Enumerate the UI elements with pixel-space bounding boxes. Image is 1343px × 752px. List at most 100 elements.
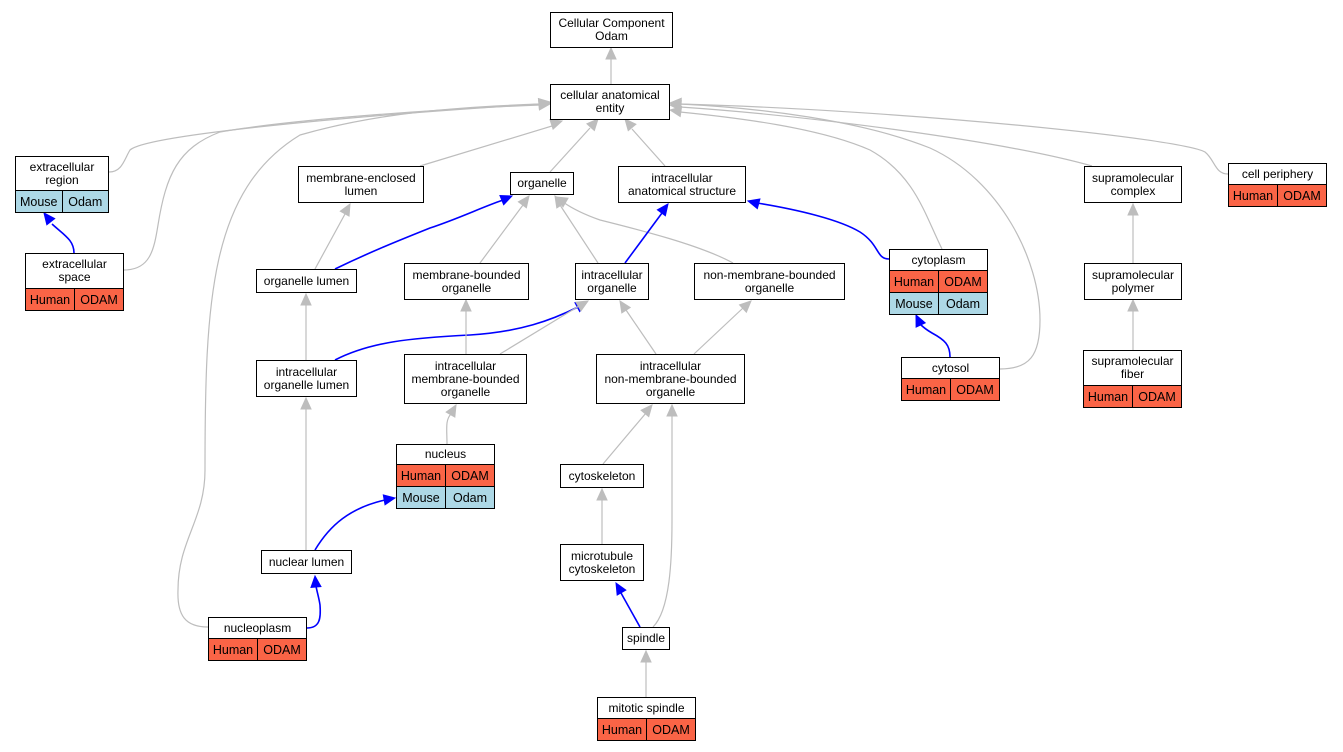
node-label: cell periphery <box>1241 166 1314 181</box>
node-label: supramolecular complex <box>1091 170 1175 198</box>
node-label: nuclear lumen <box>268 554 345 569</box>
tag-mouse: Mouse <box>890 293 938 314</box>
arrowhead-icon <box>43 212 56 226</box>
node-cellular-anatomical-entity[interactable]: cellular anatomical entity <box>550 84 670 120</box>
node-label: nucleoplasm <box>223 620 292 635</box>
tag-human: Human <box>209 639 257 660</box>
tag-odam: ODAM <box>445 465 494 486</box>
edge-is-a-intra_org-to-organelle <box>559 204 599 264</box>
arrowhead-icon <box>339 202 351 217</box>
node-intracellular-membrane-bounded-organelle[interactable]: intracellular membrane-bounded organelle <box>404 354 527 404</box>
edge-is-a-cell_periphery-to-cae <box>679 103 1229 175</box>
node-cytoskeleton[interactable]: cytoskeleton <box>560 464 644 488</box>
arrowhead-icon <box>549 119 564 131</box>
node-label: supramolecular fiber <box>1091 354 1174 381</box>
arrowhead-icon <box>746 198 761 210</box>
node-membrane-enclosed-lumen[interactable]: membrane-enclosed lumen <box>298 166 424 203</box>
node-supramolecular-complex[interactable]: supramolecular complex <box>1084 166 1182 203</box>
edge-part-of-intra_org_lumen-to-intra_org <box>334 306 579 361</box>
arrowhead-icon <box>668 97 682 110</box>
edge-is-a-mbo-to-organelle <box>479 204 524 264</box>
tag-odam: Odam <box>445 487 494 508</box>
arrowhead-icon <box>586 118 599 132</box>
edge-is-a-intra_mbo-to-intra_org <box>499 305 580 355</box>
node-non-membrane-bounded-organelle[interactable]: non-membrane-bounded organelle <box>694 263 845 300</box>
tag-human: Human <box>26 289 74 310</box>
node-organelle-lumen[interactable]: organelle lumen <box>256 269 357 293</box>
arrowhead-icon <box>575 300 590 312</box>
edge-is-a-intra_nmbo-to-intra_org <box>625 309 657 355</box>
edge-is-a-cytoskeleton-to-intra_nmbo <box>602 412 647 465</box>
tag-odam: ODAM <box>950 379 999 400</box>
arrowhead-icon <box>499 194 514 206</box>
edge-is-a-ext_region-to-cae <box>108 103 541 173</box>
node-intracellular-non-membrane-bounded-organelle[interactable]: intracellular non-membrane-bounded organ… <box>596 354 745 404</box>
edge-part-of-intra_org-to-ias <box>624 212 663 264</box>
node-label: microtubule cytoskeleton <box>568 548 636 576</box>
arrowhead-icon <box>460 298 472 312</box>
arrowhead-icon <box>300 396 312 410</box>
edge-is-a-supra_complex-to-cae <box>679 106 1093 167</box>
arrowhead-icon <box>668 105 683 118</box>
edge-part-of-nucleoplasm-to-nuclear_lumen <box>306 585 322 629</box>
arrowhead-icon <box>300 292 312 306</box>
arrowhead-icon <box>517 195 530 209</box>
edge-part-of-nuclear_lumen-to-nucleus <box>314 499 386 551</box>
arrowhead-icon <box>738 300 752 314</box>
edge-is-a-nucleoplasm-to-cae <box>177 103 541 628</box>
node-label: organelle lumen <box>263 273 350 288</box>
tag-odam: Odam <box>938 293 987 314</box>
node-intracellular-organelle-lumen[interactable]: intracellular organelle lumen <box>256 360 357 397</box>
arrowhead-icon <box>640 649 652 663</box>
node-intracellular-anatomical-structure[interactable]: intracellular anatomical structure <box>618 166 746 203</box>
tag-human: Human <box>598 719 646 740</box>
edge-is-a-ias-to-cae <box>631 128 666 167</box>
node-label: intracellular non-membrane-bounded organ… <box>604 358 737 399</box>
node-label: extracellular region <box>29 159 95 187</box>
edge-is-a-cytoplasm-to-cae <box>679 111 943 250</box>
edge-is-a-mem_lumen-to-cae <box>419 125 553 167</box>
node-label: cytoskeleton <box>568 468 636 483</box>
arrowhead-icon <box>624 118 637 132</box>
tag-mouse: Mouse <box>16 191 62 212</box>
arrowhead-icon <box>640 404 653 418</box>
node-nuclear-lumen[interactable]: nuclear lumen <box>261 550 352 574</box>
arrowhead-icon <box>666 403 678 417</box>
node-organelle[interactable]: organelle <box>510 172 574 195</box>
node-label: cellular anatomical entity <box>560 88 660 115</box>
node-label: intracellular anatomical structure <box>627 170 737 198</box>
edge-is-a-nmbo-to-organelle <box>562 201 734 264</box>
node-label: cytosol <box>931 360 970 375</box>
node-label: intracellular organelle <box>581 267 643 295</box>
node-membrane-bounded-organelle[interactable]: membrane-bounded organelle <box>404 263 529 300</box>
node-supramolecular-polymer[interactable]: supramolecular polymer <box>1084 263 1182 300</box>
node-label: mitotic spindle <box>608 700 685 715</box>
arrowhead-icon <box>382 494 397 506</box>
tag-odam: ODAM <box>1277 185 1326 206</box>
node-label: intracellular membrane-bounded organelle <box>411 358 520 399</box>
node-spindle[interactable]: spindle <box>622 627 670 650</box>
edge-part-of-cytoplasm-to-ias <box>756 202 890 260</box>
arrowhead-icon <box>605 46 617 60</box>
tag-odam: ODAM <box>1132 386 1181 407</box>
arrowhead-icon <box>1127 202 1139 216</box>
node-microtubule-cytoskeleton[interactable]: microtubule cytoskeleton <box>560 544 644 581</box>
node-intracellular-organelle[interactable]: intracellular organelle <box>575 263 649 300</box>
node-cellular-component-odam[interactable]: Cellular Component Odam <box>550 12 673 48</box>
tag-human: Human <box>890 271 938 292</box>
arrowhead-icon <box>538 98 552 110</box>
